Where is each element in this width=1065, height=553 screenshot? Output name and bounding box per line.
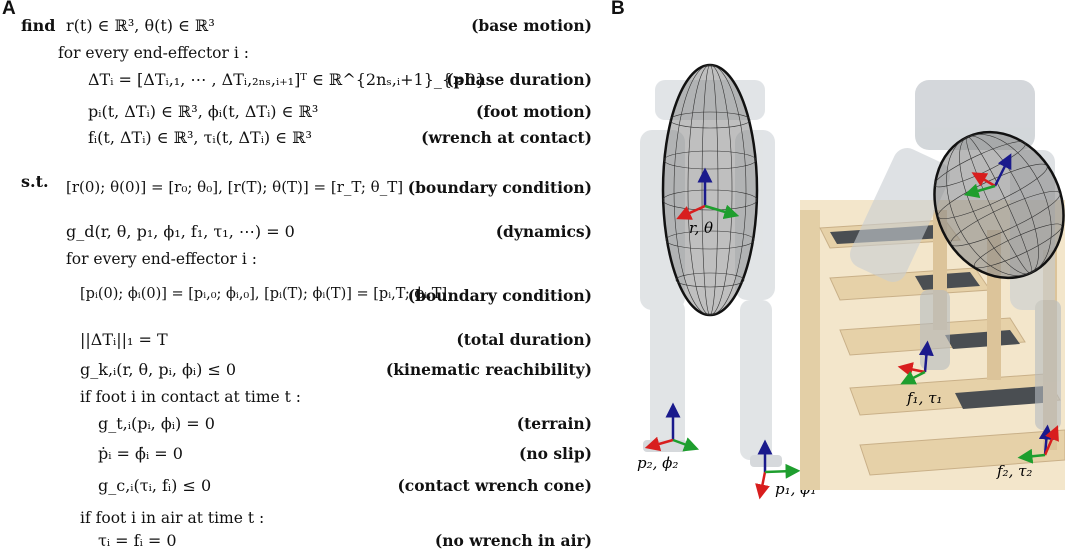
- wrench-frame-2-axes: [1017, 424, 1059, 464]
- for-every-row-1: for every end-effector i :: [0, 40, 596, 66]
- foot-frame-2-label: p₂, ϕ₂: [637, 454, 678, 472]
- for-every-text-1: for every end-effector i :: [58, 44, 249, 62]
- no-slip-label: (no slip): [518, 444, 592, 463]
- base-frame-axes-right: [963, 153, 1012, 199]
- wrench-cone-row: g_c,ᵢ(τᵢ, fᵢ) ≤ 0 (contact wrench cone): [0, 472, 596, 498]
- foot-boundary-label: (boundary condition): [407, 286, 592, 305]
- terrain-label: (terrain): [516, 414, 592, 433]
- kinematic-eq: g_k,ᵢ(r, θ, pᵢ, ϕᵢ) ≤ 0: [80, 360, 237, 379]
- air-text: if foot i in air at time t :: [80, 509, 265, 527]
- robot-illustration-panel: B: [611, 0, 1065, 549]
- kinematic-row: g_k,ᵢ(r, θ, pᵢ, ϕᵢ) ≤ 0 (kinematic reach…: [0, 356, 596, 382]
- dynamics-label: (dynamics): [495, 222, 592, 241]
- air-row: if foot i in air at time t :: [0, 505, 596, 531]
- wrench-frame-1-label: f₁, τ₁: [906, 389, 942, 407]
- contact-row: if foot i in contact at time t :: [0, 384, 596, 410]
- find-keyword: find: [21, 16, 56, 35]
- wrench-cone-eq: g_c,ᵢ(τᵢ, fᵢ) ≤ 0: [98, 476, 212, 495]
- no-slip-eq: ṗᵢ = ϕ̇ᵢ = 0: [98, 444, 183, 463]
- formulation-panel: A find r(t) ∈ ℝ³, θ(t) ∈ ℝ³ (base motion…: [0, 0, 596, 550]
- wrench-cone-label: (contact wrench cone): [397, 476, 592, 495]
- dynamics-row: g_d(r, θ, p₁, ϕ₁, f₁, τ₁, ⋯) = 0 (dynami…: [0, 218, 596, 244]
- total-duration-row: ||ΔTᵢ||₁ = T (total duration): [0, 326, 596, 352]
- base-boundary-row: s.t. [r(0); θ(0)] = [r₀; θ₀], [r(T); θ(T…: [0, 172, 596, 208]
- total-duration-label: (total duration): [456, 330, 592, 349]
- panel-label-a: A: [2, 0, 16, 19]
- no-wrench-eq: τᵢ = fᵢ = 0: [98, 531, 177, 550]
- wrench-contact-label: (wrench at contact): [421, 128, 592, 147]
- foot-motion-label: (foot motion): [476, 102, 592, 121]
- contact-text: if foot i in contact at time t :: [80, 388, 301, 406]
- no-wrench-label: (no wrench in air): [434, 531, 592, 550]
- for-every-text-2: for every end-effector i :: [66, 250, 257, 268]
- no-wrench-row: τᵢ = fᵢ = 0 (no wrench in air): [0, 527, 596, 553]
- foot-frame-2-axes: [644, 402, 700, 452]
- foot-frame-1-axes: [755, 439, 801, 500]
- base-boundary-eq: [r(0); θ(0)] = [r₀; θ₀], [r(T); θ(T)] = …: [66, 178, 404, 196]
- for-every-row-2: for every end-effector i :: [0, 246, 596, 272]
- kinematic-label: (kinematic reachibility): [385, 360, 592, 379]
- panel-label-b: B: [611, 0, 625, 19]
- phase-duration-row: ΔTᵢ = [ΔTᵢ,₁, ⋯ , ΔTᵢ,₂ₙₛ,ᵢ₊₁]ᵀ ∈ ℝ^{2nₛ…: [0, 64, 596, 96]
- foot-motion-row: pᵢ(t, ΔTᵢ) ∈ ℝ³, ϕᵢ(t, ΔTᵢ) ∈ ℝ³ (foot m…: [0, 98, 596, 124]
- robot-figure: r, θ p₂, ϕ₂ p₁, ϕ₁: [637, 63, 1065, 500]
- terrain-eq: g_t,ᵢ(pᵢ, ϕᵢ) = 0: [98, 414, 215, 433]
- wrench-frame-2-label: f₂, τ₂: [996, 462, 1032, 480]
- find-row: find r(t) ∈ ℝ³, θ(t) ∈ ℝ³ (base motion): [0, 12, 596, 38]
- foot-boundary-eq: [pᵢ(0); ϕᵢ(0)] = [pᵢ,₀; ϕᵢ,₀], [pᵢ(T); ϕ…: [80, 286, 448, 302]
- wrench-contact-row: fᵢ(t, ΔTᵢ) ∈ ℝ³, τᵢ(t, ΔTᵢ) ∈ ℝ³ (wrench…: [0, 124, 596, 150]
- foot-boundary-row: [pᵢ(0); ϕᵢ(0)] = [pᵢ,₀; ϕᵢ,₀], [pᵢ(T); ϕ…: [0, 280, 596, 316]
- base-frame-label: r, θ: [689, 219, 713, 237]
- st-keyword: s.t.: [21, 172, 49, 191]
- wrench-contact-eq: fᵢ(t, ΔTᵢ) ∈ ℝ³, τᵢ(t, ΔTᵢ) ∈ ℝ³: [88, 128, 312, 147]
- phase-duration-eq: ΔTᵢ = [ΔTᵢ,₁, ⋯ , ΔTᵢ,₂ₙₛ,ᵢ₊₁]ᵀ ∈ ℝ^{2nₛ…: [88, 70, 486, 89]
- base-ellipsoid-left: [661, 63, 759, 317]
- no-slip-row: ṗᵢ = ϕ̇ᵢ = 0 (no slip): [0, 440, 596, 466]
- base-boundary-label: (boundary condition): [407, 178, 592, 197]
- wrench-frame-1-axes: [897, 340, 934, 385]
- foot-motion-eq: pᵢ(t, ΔTᵢ) ∈ ℝ³, ϕᵢ(t, ΔTᵢ) ∈ ℝ³: [88, 102, 319, 121]
- base-motion-label: (base motion): [471, 16, 592, 35]
- base-frame-axes: [676, 167, 740, 220]
- total-duration-eq: ||ΔTᵢ||₁ = T: [80, 330, 168, 349]
- phase-duration-label: (phase duration): [446, 70, 592, 89]
- base-motion-eq: r(t) ∈ ℝ³, θ(t) ∈ ℝ³: [66, 16, 215, 35]
- terrain-row: g_t,ᵢ(pᵢ, ϕᵢ) = 0 (terrain): [0, 410, 596, 436]
- dynamics-eq: g_d(r, θ, p₁, ϕ₁, f₁, τ₁, ⋯) = 0: [66, 222, 295, 241]
